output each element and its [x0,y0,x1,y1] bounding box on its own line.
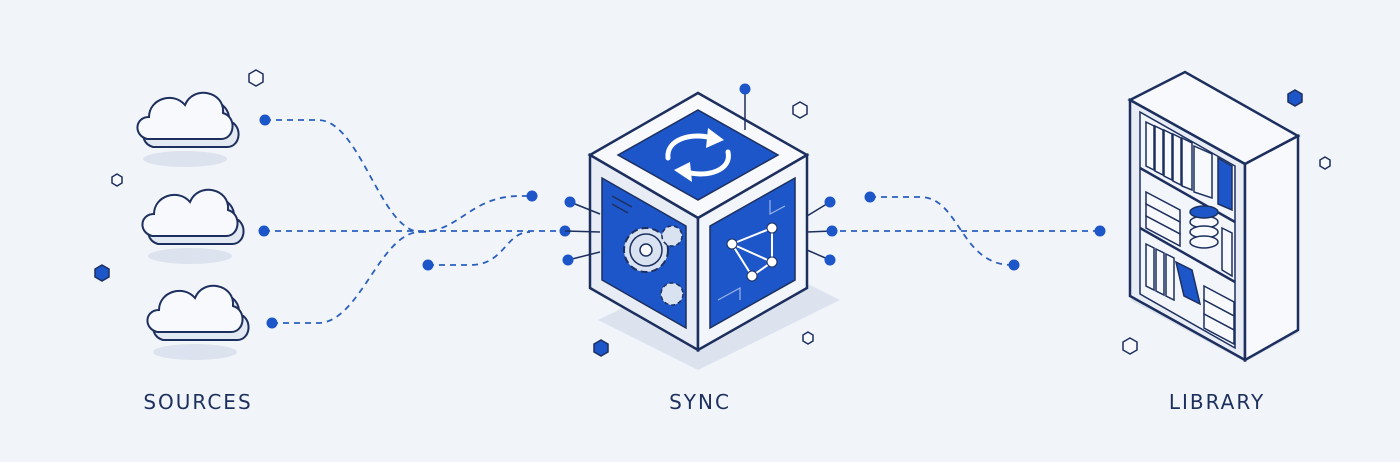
connector-line [870,196,1013,266]
connector-line [419,195,532,233]
hexagon-icon [1287,89,1303,107]
cloud-icon [141,188,245,264]
hexagon-icon [1122,337,1138,355]
library-label: LIBRARY [1168,390,1266,414]
gear-icon [623,227,669,273]
sync-arrows-icon [665,133,731,177]
connector-node [526,190,538,202]
connector-line [272,231,421,324]
connector-line [265,119,421,233]
connector-node [864,191,876,203]
connector-node [1094,225,1106,237]
sources-label: SOURCES [143,390,253,414]
hexagon-icon [593,339,609,357]
cloud-icon [146,284,250,360]
hexagon-icon [248,69,264,87]
connector-node [259,114,271,126]
gear-icon [660,225,684,306]
sources-group [136,91,250,360]
decorative-hexagons [94,69,1331,357]
connector-line [428,231,531,266]
hexagon-icon [111,173,123,187]
connector-node [258,225,270,237]
sync-label: SYNC [669,390,731,414]
library-connectors [840,196,1100,266]
connector-node [266,317,278,329]
connector-node [1008,259,1020,271]
hexagon-icon [802,331,814,345]
hexagon-icon [94,264,110,282]
cloud-icon [136,91,240,167]
sync-cube-icon [562,83,840,370]
connector-node [422,259,434,271]
bookshelf-icon [1127,70,1301,363]
connector-nodes [258,114,571,329]
source-connectors [264,119,562,324]
hexagon-icon [1319,156,1331,170]
hexagon-icon [792,101,808,119]
